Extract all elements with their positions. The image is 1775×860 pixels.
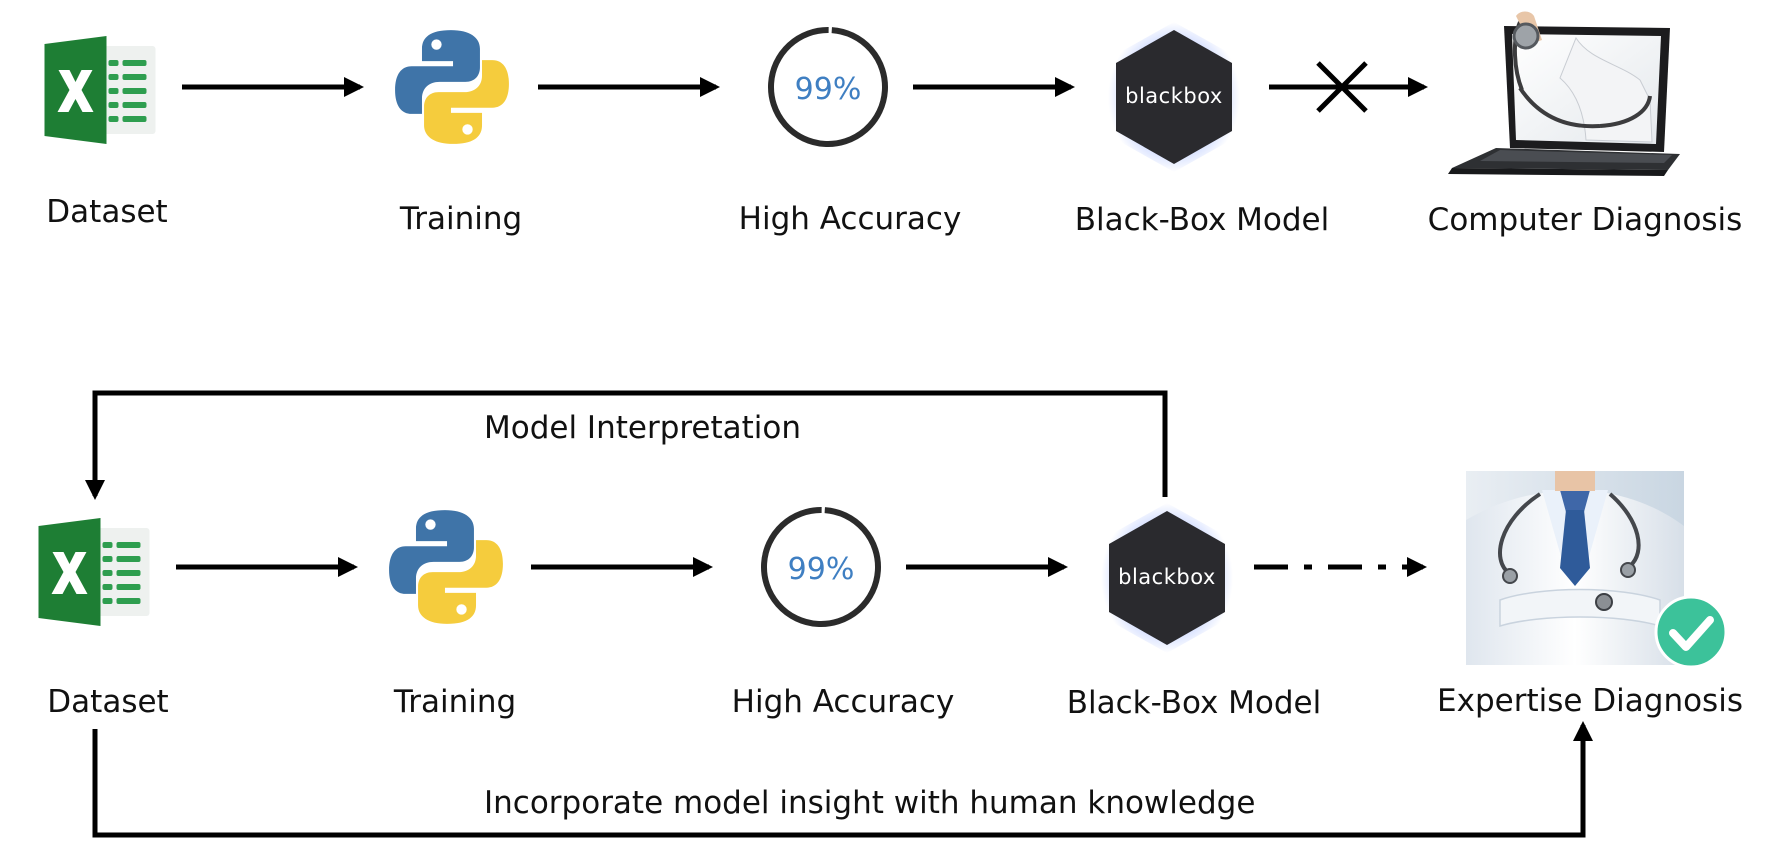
bottom-accuracy-label: High Accuracy (732, 684, 955, 720)
progress-ring-icon (761, 507, 881, 627)
top-training-label: Training (399, 201, 522, 237)
bottom-dataset-label: Dataset (47, 684, 168, 720)
excel-icon (44, 36, 156, 144)
x-cross-icon (1316, 61, 1368, 113)
python-icon (395, 30, 509, 144)
human-knowledge-loop-arrow (92, 721, 1593, 838)
bottom-blackbox-text: blackbox (1118, 565, 1216, 589)
bottom-training-label: Training (393, 684, 516, 720)
doctor-icon (1466, 471, 1684, 665)
top-dataset-label: Dataset (46, 194, 167, 230)
top-model-label: Black-Box Model (1075, 202, 1330, 238)
model-interpretation-label: Model Interpretation (484, 410, 801, 446)
bottom-diagnosis-label: Expertise Diagnosis (1437, 683, 1743, 719)
model-interpretation-loop-arrow (85, 390, 1168, 500)
human-knowledge-label: Incorporate model insight with human kno… (484, 785, 1255, 821)
laptop-stethoscope-icon (1448, 11, 1680, 176)
top-blackbox-text: blackbox (1125, 84, 1223, 108)
excel-icon (38, 518, 150, 626)
top-diagnosis-label: Computer Diagnosis (1428, 202, 1743, 238)
python-icon (389, 510, 503, 624)
bottom-model-label: Black-Box Model (1067, 685, 1322, 721)
bottom-accuracy-value: 99% (788, 552, 855, 587)
top-accuracy-label: High Accuracy (739, 201, 962, 237)
checkmark-icon (1654, 595, 1728, 669)
top-accuracy-value: 99% (795, 72, 862, 107)
